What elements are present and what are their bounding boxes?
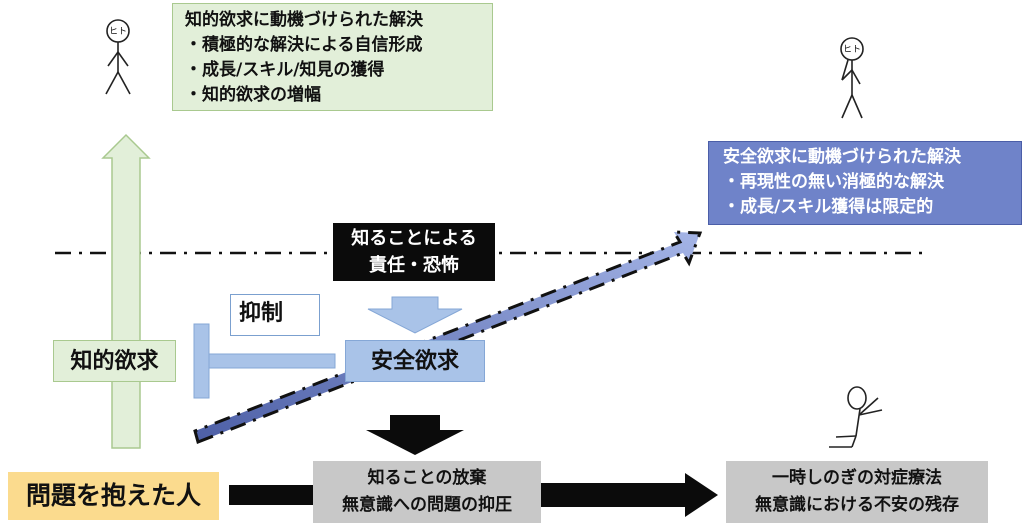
safety-result-bullet: ・成長/スキル獲得は限定的 (723, 197, 934, 217)
symptomatic-treatment-box: 一時しのぎの対症療法 無意識における不安の残存 (726, 461, 988, 523)
fear-box: 知ることによる 責任・恐怖 (333, 223, 495, 281)
intellectual-need-box: 知的欲求 (53, 340, 176, 382)
safety-result-box: 安全欲求に動機づけられた解決 ・再現性の無い消極的な解決 ・成長/スキル獲得は限… (708, 141, 1022, 225)
bottom-arrow-left (229, 485, 315, 505)
abandon-knowing-box: 知ることの放棄 無意識への問題の抑圧 (313, 461, 541, 523)
safety-result-title: 安全欲求に動機づけられた解決 (723, 147, 961, 167)
intellectual-result-bullet: ・知的欲求の増幅 (185, 85, 321, 105)
stick-figure-bottom-right (829, 386, 883, 448)
intellectual-result-title: 知的欲求に動機づけられた解決 (185, 10, 423, 30)
intellectual-result-bullet: ・成長/スキル/知見の獲得 (185, 60, 385, 80)
stick-figure-head-label: ヒト (108, 27, 127, 37)
fear-down-arrow (367, 296, 463, 334)
black-down-arrow (366, 415, 464, 455)
abandon-line1: 知ることの放棄 (367, 468, 487, 488)
bottom-arrow-right (541, 473, 718, 517)
safety-need-box: 安全欲求 (345, 340, 485, 382)
abandon-line2: 無意識への問題の抑圧 (342, 495, 512, 515)
suppression-bar-horizontal (208, 353, 336, 369)
suppression-bar-vertical (193, 323, 210, 399)
intellectual-up-arrow (101, 133, 151, 449)
safety-result-bullet: ・再現性の無い消極的な解決 (723, 172, 944, 192)
intellectual-result-bullet: ・積極的な解決による自信形成 (185, 35, 423, 55)
symptomatic-line1: 一時しのぎの対症療法 (772, 468, 942, 488)
stick-figure-right (840, 37, 864, 119)
stick-figure-top-left (105, 19, 131, 95)
symptomatic-line2: 無意識における不安の残存 (755, 495, 959, 515)
suppression-label: 抑制 (230, 294, 320, 336)
fear-box-line1: 知ることによる (351, 228, 477, 249)
stick-figure-head-label-right: ヒト (842, 45, 861, 55)
safety-diagonal-arrow (193, 230, 703, 445)
person-with-problem-box: 問題を抱えた人 (8, 472, 219, 520)
intellectual-result-box: 知的欲求に動機づけられた解決 ・積極的な解決による自信形成 ・成長/スキル/知見… (172, 3, 493, 111)
fear-box-line2: 責任・恐怖 (369, 255, 459, 276)
